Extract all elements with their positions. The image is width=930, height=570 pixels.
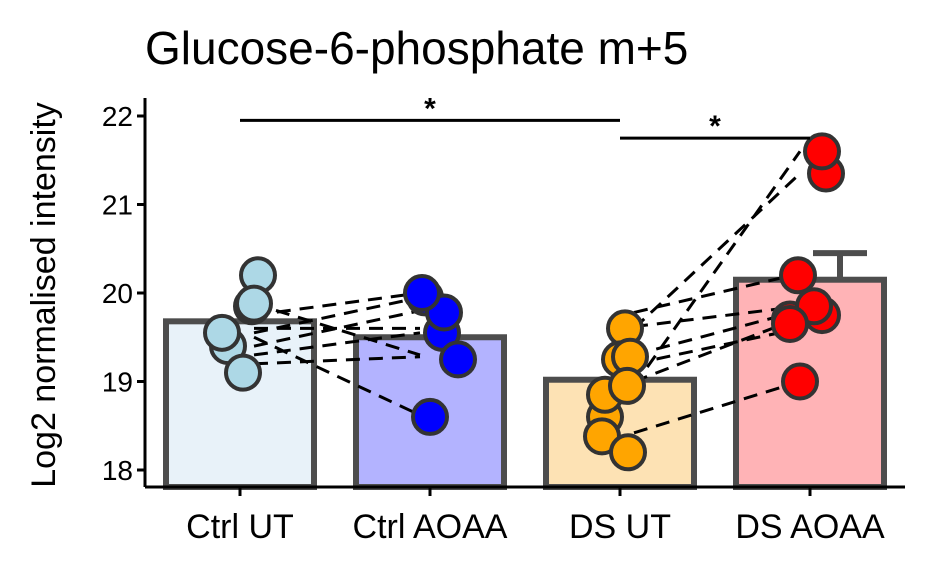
pair-line-16 — [633, 304, 801, 329]
data-point-1-5 — [235, 284, 273, 323]
y-axis-label: Log2 normalised intensity — [25, 102, 63, 488]
y-tick-label: 20 — [102, 278, 133, 309]
chart-title: Glucose-6-phosphate m+5 — [145, 22, 688, 74]
y-tick-label: 21 — [102, 190, 133, 221]
pair-line-13 — [633, 326, 801, 366]
data-point-3-6 — [609, 433, 647, 472]
data-point-3-8 — [608, 366, 646, 405]
x-tick-label: Ctrl UT — [186, 508, 294, 546]
pair-line-9 — [632, 172, 802, 330]
significance-label-2: * — [709, 110, 721, 143]
data-point-4-3 — [779, 256, 817, 295]
data-point-2-6 — [403, 274, 441, 312]
y-tick-label: 19 — [102, 367, 133, 398]
pair-line-8 — [253, 291, 421, 317]
significance-label-1: * — [424, 92, 436, 125]
data-point-4-8 — [771, 304, 809, 343]
data-point-2-4 — [439, 340, 477, 379]
pair-line-1 — [253, 309, 421, 348]
data-point-2-5 — [411, 397, 449, 436]
x-tick-label: DS AOAA — [735, 508, 885, 546]
x-tick-label: Ctrl AOAA — [353, 508, 508, 546]
pair-line-6 — [253, 335, 421, 417]
data-point-1-6 — [224, 353, 262, 392]
data-point-4-7 — [781, 362, 819, 401]
data-point-4-2 — [803, 132, 841, 171]
y-tick-label: 22 — [102, 101, 133, 132]
pair-line-7 — [253, 355, 421, 366]
x-tick-label: DS UT — [569, 508, 671, 546]
data-point-1-4 — [203, 313, 241, 352]
pair-line-10 — [633, 272, 801, 314]
y-tick-label: 18 — [102, 455, 133, 486]
pair-line-14 — [633, 380, 801, 435]
